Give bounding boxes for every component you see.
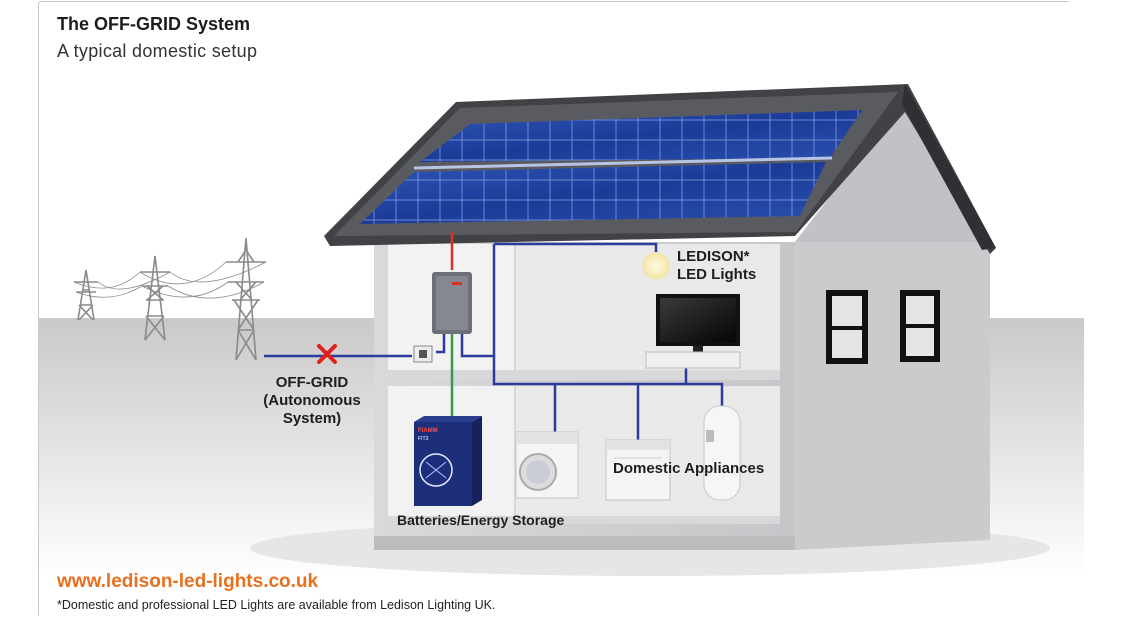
led-lights-label: LEDISON* LED Lights [677,248,756,284]
battery-model-text: FIT3 [418,436,429,442]
led-light-bulb [642,252,670,280]
led-lights-label-line2: LED Lights [677,266,757,283]
inverter [432,272,472,334]
offgrid-label-line2: (Autonomous [263,392,361,409]
dryer [605,439,671,501]
footnote: *Domestic and professional LED Lights ar… [57,598,496,612]
domestic-appliances-label: Domestic Appliances [613,460,765,477]
page-title: The OFF-GRID System [57,14,251,34]
offgrid-label: OFF-GRID (Autonomous System) [262,374,362,428]
offgrid-label-line1: OFF-GRID [275,374,349,391]
battery-brand-text: FIAMM [418,428,438,434]
window-right [900,290,940,362]
window-left [826,290,868,364]
grid-disconnected-icon [317,344,337,364]
solar-panels [360,110,862,224]
batteries-label: Batteries/Energy Storage [397,512,565,528]
website-link[interactable]: www.ledison-led-lights.co.uk [57,571,319,592]
led-lights-label-line1: LEDISON* [677,248,750,265]
offgrid-label-line3: System) [282,410,342,427]
water-heater [703,405,741,501]
page-subtitle: A typical domestic setup [57,41,258,61]
battery-unit [414,416,482,506]
wiring [264,232,724,440]
power-pylons [73,237,267,361]
switch-box [413,345,433,363]
television [645,294,741,369]
washing-machine [515,431,579,499]
